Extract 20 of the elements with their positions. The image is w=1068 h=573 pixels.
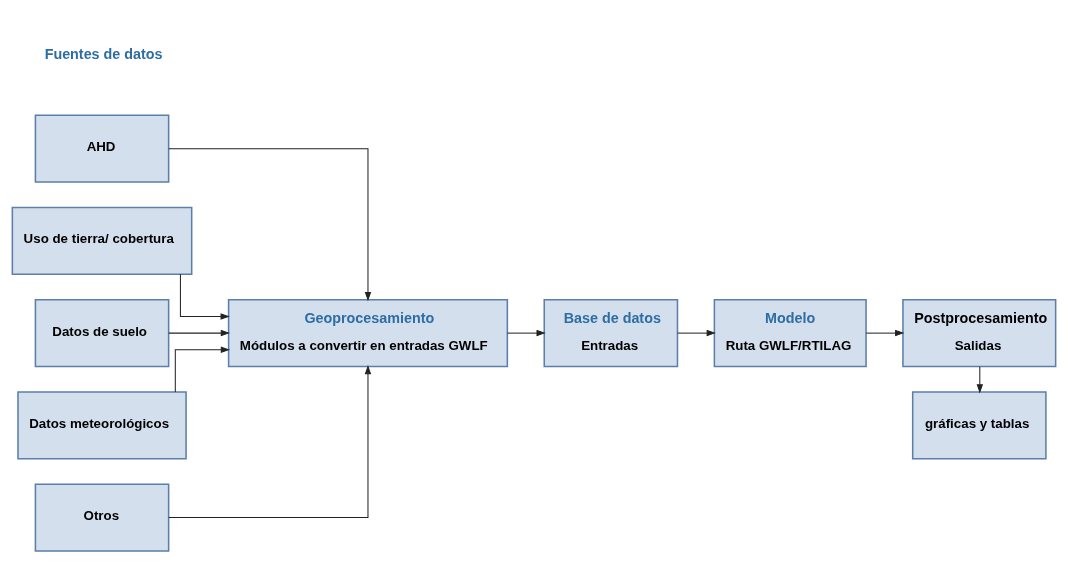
node-box: Datos meteorológicos xyxy=(17,390,187,459)
arrow xyxy=(174,346,230,392)
arrow xyxy=(168,147,372,301)
arrow xyxy=(168,329,230,336)
arrow xyxy=(976,365,984,394)
label: Fuentes de datos xyxy=(44,45,163,62)
arrow xyxy=(168,364,372,518)
node-box: Geoprocesamiento Módulos a convertir en entradas GWLF xyxy=(227,298,509,367)
node-box: AHD xyxy=(34,114,170,183)
node-box: Datos de suelo xyxy=(34,298,170,367)
node-box: Base de datos Entradas xyxy=(543,298,679,367)
arrow xyxy=(677,329,716,336)
node-box: gráficas y tablas xyxy=(911,390,1047,459)
node-box: Modelo Ruta GWLF/RTILAG xyxy=(713,298,867,367)
node-box: Otros xyxy=(34,483,170,552)
arrow xyxy=(507,329,546,336)
arrow xyxy=(179,273,230,320)
node-box: Postprocesamiento Salidas xyxy=(902,298,1057,367)
node-box: Uso de tierra/ cobertura xyxy=(11,206,193,275)
arrow xyxy=(865,329,905,336)
